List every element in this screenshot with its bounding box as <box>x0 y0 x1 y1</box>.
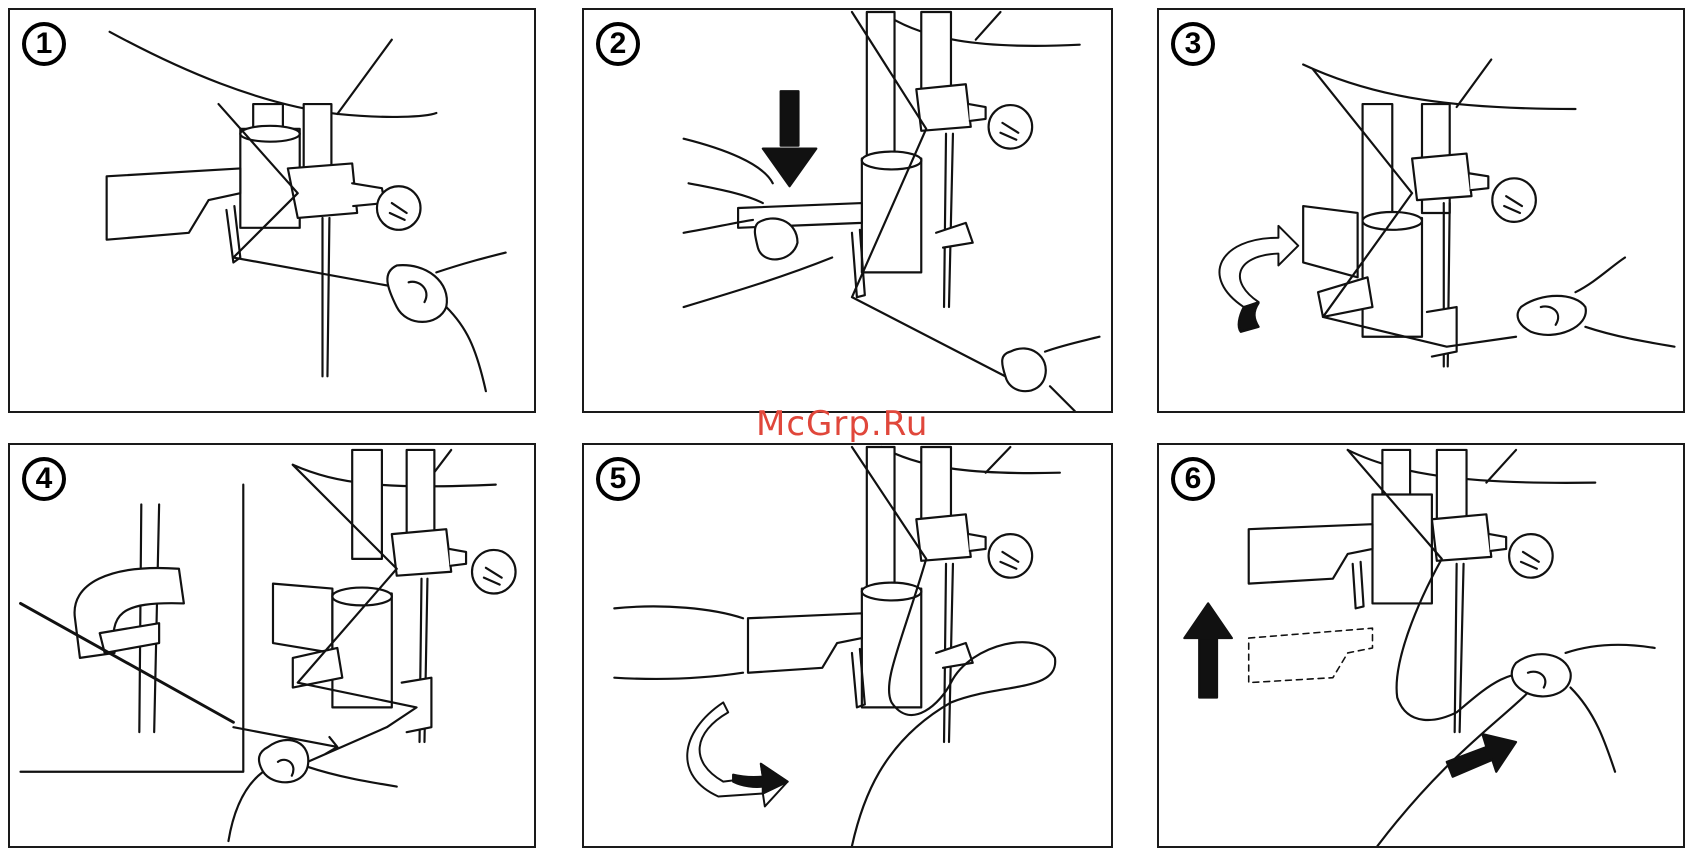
step-number-badge: 3 <box>1171 22 1215 66</box>
threader-illustration-4 <box>10 445 534 846</box>
step-number-badge: 4 <box>22 457 66 501</box>
threader-illustration-3 <box>1159 10 1683 411</box>
threader-illustration-1 <box>10 10 534 411</box>
threader-illustration-2 <box>584 10 1111 411</box>
step-panel-4: 4 <box>8 443 536 848</box>
step-number-badge: 2 <box>596 22 640 66</box>
threader-illustration-5 <box>584 445 1111 846</box>
step-number-badge: 6 <box>1171 457 1215 501</box>
step-panel-5: 5 <box>582 443 1113 848</box>
step-panel-2: 2 <box>582 8 1113 413</box>
threader-illustration-6 <box>1159 445 1683 846</box>
watermark: McGrp.Ru <box>756 404 928 444</box>
step-panel-1: 1 <box>8 8 536 413</box>
step-panel-6: 6 <box>1157 443 1685 848</box>
step-number-badge: 5 <box>596 457 640 501</box>
step-number-badge: 1 <box>22 22 66 66</box>
step-panel-3: 3 <box>1157 8 1685 413</box>
